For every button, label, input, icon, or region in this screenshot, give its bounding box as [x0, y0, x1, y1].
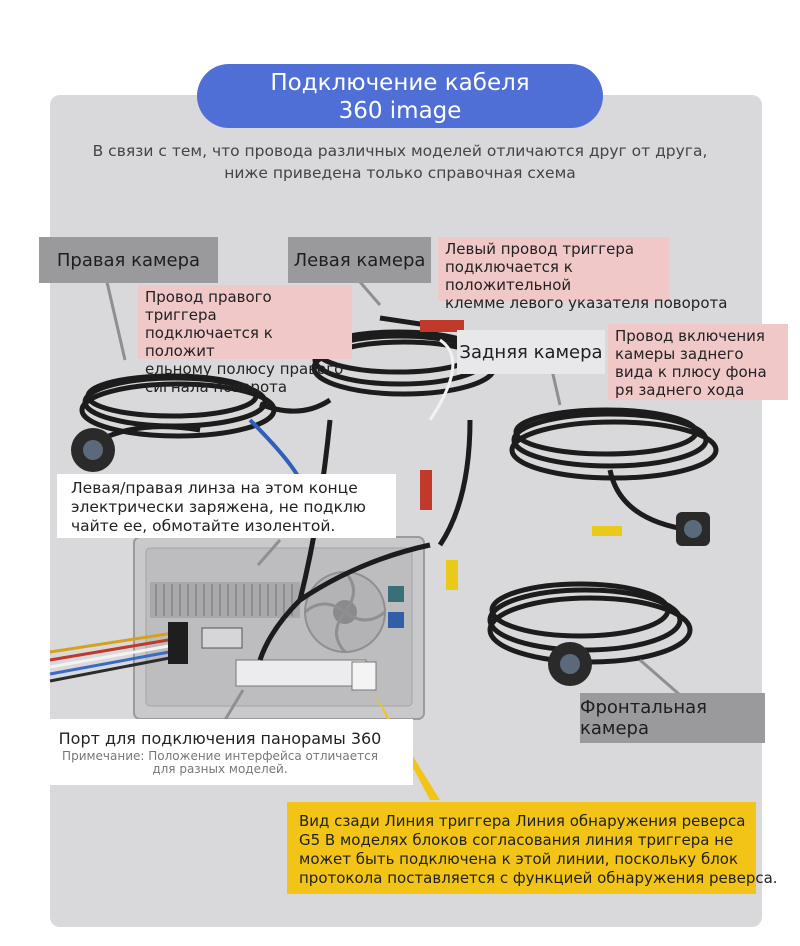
note-port-360: Порт для подключения панорамы 360 Примеч…: [27, 719, 413, 785]
note-rear-view-line: протокола поставляется с функцией обнару…: [299, 869, 778, 887]
note-left-trigger-line: подключается к положительной: [445, 258, 573, 294]
label-right-camera: Правая камера: [39, 237, 218, 283]
note-right-trigger-line: сигнала поворота: [145, 378, 288, 396]
left-trigger-connector: [420, 470, 432, 510]
title-line-2: 360 image: [338, 98, 462, 124]
note-right-trigger-line: подключается к положит: [145, 324, 273, 360]
port-note-sub-2: для разных моделей.: [152, 762, 288, 776]
note-left-trigger-line: Левый провод триггера: [445, 240, 635, 258]
front-camera-lens: [548, 642, 592, 686]
right-trigger-wire: [248, 418, 302, 481]
note-left-trigger-line: клемме левого указателя поворота: [445, 294, 728, 312]
note-lens-line: электрически заряжена, не подклю: [71, 498, 366, 516]
note-lens-line: чайте ее, обмотайте изолентой.: [71, 517, 336, 535]
intro-text: В связи с тем, что провода различных мод…: [60, 140, 740, 184]
note-left-trigger: Левый провод триггера подключается к пол…: [438, 237, 727, 312]
port-note-title: Порт для подключения панорамы 360: [58, 729, 382, 748]
front-camera-cable: [487, 581, 693, 665]
note-rear-view-line: G5 В моделях блоков согласования линия т…: [299, 831, 734, 849]
note-lens: Левая/правая линза на этом конце электри…: [57, 474, 396, 538]
rear-camera-cable: [509, 407, 719, 533]
note-right-trigger-line: Провод правого триггера: [145, 288, 272, 324]
title-line-1: Подключение кабеля: [270, 70, 530, 96]
label-rear-camera: Задняя камера: [457, 330, 605, 374]
note-rear-view-line: может быть подключена к этой линии, поск…: [299, 850, 739, 868]
note-right-trigger-line: ельному полюсу правого: [145, 360, 344, 378]
intro-line-1: В связи с тем, что провода различных мод…: [92, 142, 708, 160]
reverse-connector: [446, 560, 458, 590]
note-lens-line: Левая/правая линза на этом конце: [71, 479, 358, 497]
intro-line-2: ниже приведена только справочная схема: [224, 164, 576, 182]
right-camera-lens: [71, 428, 115, 472]
note-reverse-line: камеры заднего: [615, 345, 744, 363]
note-reverse-line: ря заднего хода: [615, 381, 745, 399]
reverse-plug: [592, 526, 622, 536]
pointer-lines: [105, 281, 681, 721]
note-rear-view-line: Вид сзади Линия триггера Линия обнаружен…: [299, 812, 746, 830]
note-reverse-line: вида к плюсу фона: [615, 363, 767, 381]
label-left-camera: Левая камера: [288, 237, 431, 283]
title-banner: Подключение кабеля 360 image: [197, 64, 603, 128]
note-reverse-line: Провод включения: [615, 327, 765, 345]
note-reverse: Провод включения камеры заднего вида к п…: [608, 324, 788, 400]
note-rear-view: Вид сзади Линия триггера Линия обнаружен…: [287, 802, 778, 894]
label-front-camera: Фронтальная камера: [580, 693, 765, 743]
white-wire: [428, 338, 455, 421]
left-trigger-plug: [420, 320, 464, 332]
port-note-sub-1: Примечание: Положение интерфейса отличае…: [62, 749, 378, 763]
power-harness: [49, 622, 188, 683]
rear-camera-lens: [676, 512, 710, 546]
note-right-trigger: Провод правого триггера подключается к п…: [138, 285, 352, 396]
